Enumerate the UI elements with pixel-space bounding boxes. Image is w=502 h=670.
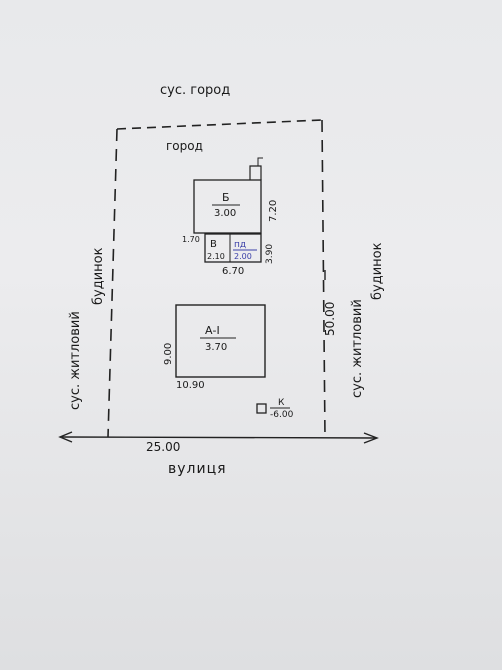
well-k-dim: -6.00	[270, 410, 294, 420]
well-k-letter: К	[278, 398, 285, 408]
building-b-left-dim: 1.70	[182, 235, 200, 244]
depth-dimension: 50.00	[323, 302, 337, 336]
building-v-letter: В	[210, 239, 217, 250]
building-a-letter: А-I	[205, 324, 220, 337]
building-b-side-dim: 7.20	[268, 200, 279, 222]
boundary-right	[321, 119, 326, 439]
building-b	[193, 179, 262, 234]
building-v-pd-label: пд	[234, 240, 246, 250]
width-dimension: 25.00	[146, 440, 180, 454]
well-k	[256, 403, 267, 414]
street-arrow-right	[363, 432, 379, 444]
building-b-porch	[249, 165, 262, 180]
label-left-neighbor-building: будинок	[91, 247, 106, 305]
building-a-bottom-dim: 10.90	[176, 380, 205, 391]
building-v-pd-height: 2.00	[234, 252, 252, 261]
building-v-side-dim: 3.90	[265, 244, 275, 264]
building-b-letter: Б	[222, 191, 230, 204]
building-b-height: 3.00	[214, 208, 236, 219]
building-b-entry-mark	[257, 157, 263, 166]
building-a-height: 3.70	[205, 342, 227, 353]
building-v	[204, 233, 262, 263]
street-arrow-left	[58, 431, 73, 443]
label-garden: город	[166, 139, 203, 153]
label-right-neighbor-building: будинок	[370, 242, 385, 300]
building-v-bottom-dim: 6.70	[222, 266, 244, 277]
street-line	[61, 436, 377, 439]
building-a	[175, 304, 266, 378]
boundary-left	[107, 128, 118, 438]
boundary-top	[116, 119, 323, 130]
building-v-height: 2.10	[207, 252, 225, 261]
label-right-neighbor-house: сус. житловий	[350, 299, 365, 398]
label-street: вулиця	[168, 461, 227, 477]
building-a-side-dim: 9.00	[163, 343, 174, 365]
label-left-neighbor-house: сус. житловий	[68, 311, 83, 410]
label-top-neighbor-garden: сус. город	[160, 83, 230, 98]
